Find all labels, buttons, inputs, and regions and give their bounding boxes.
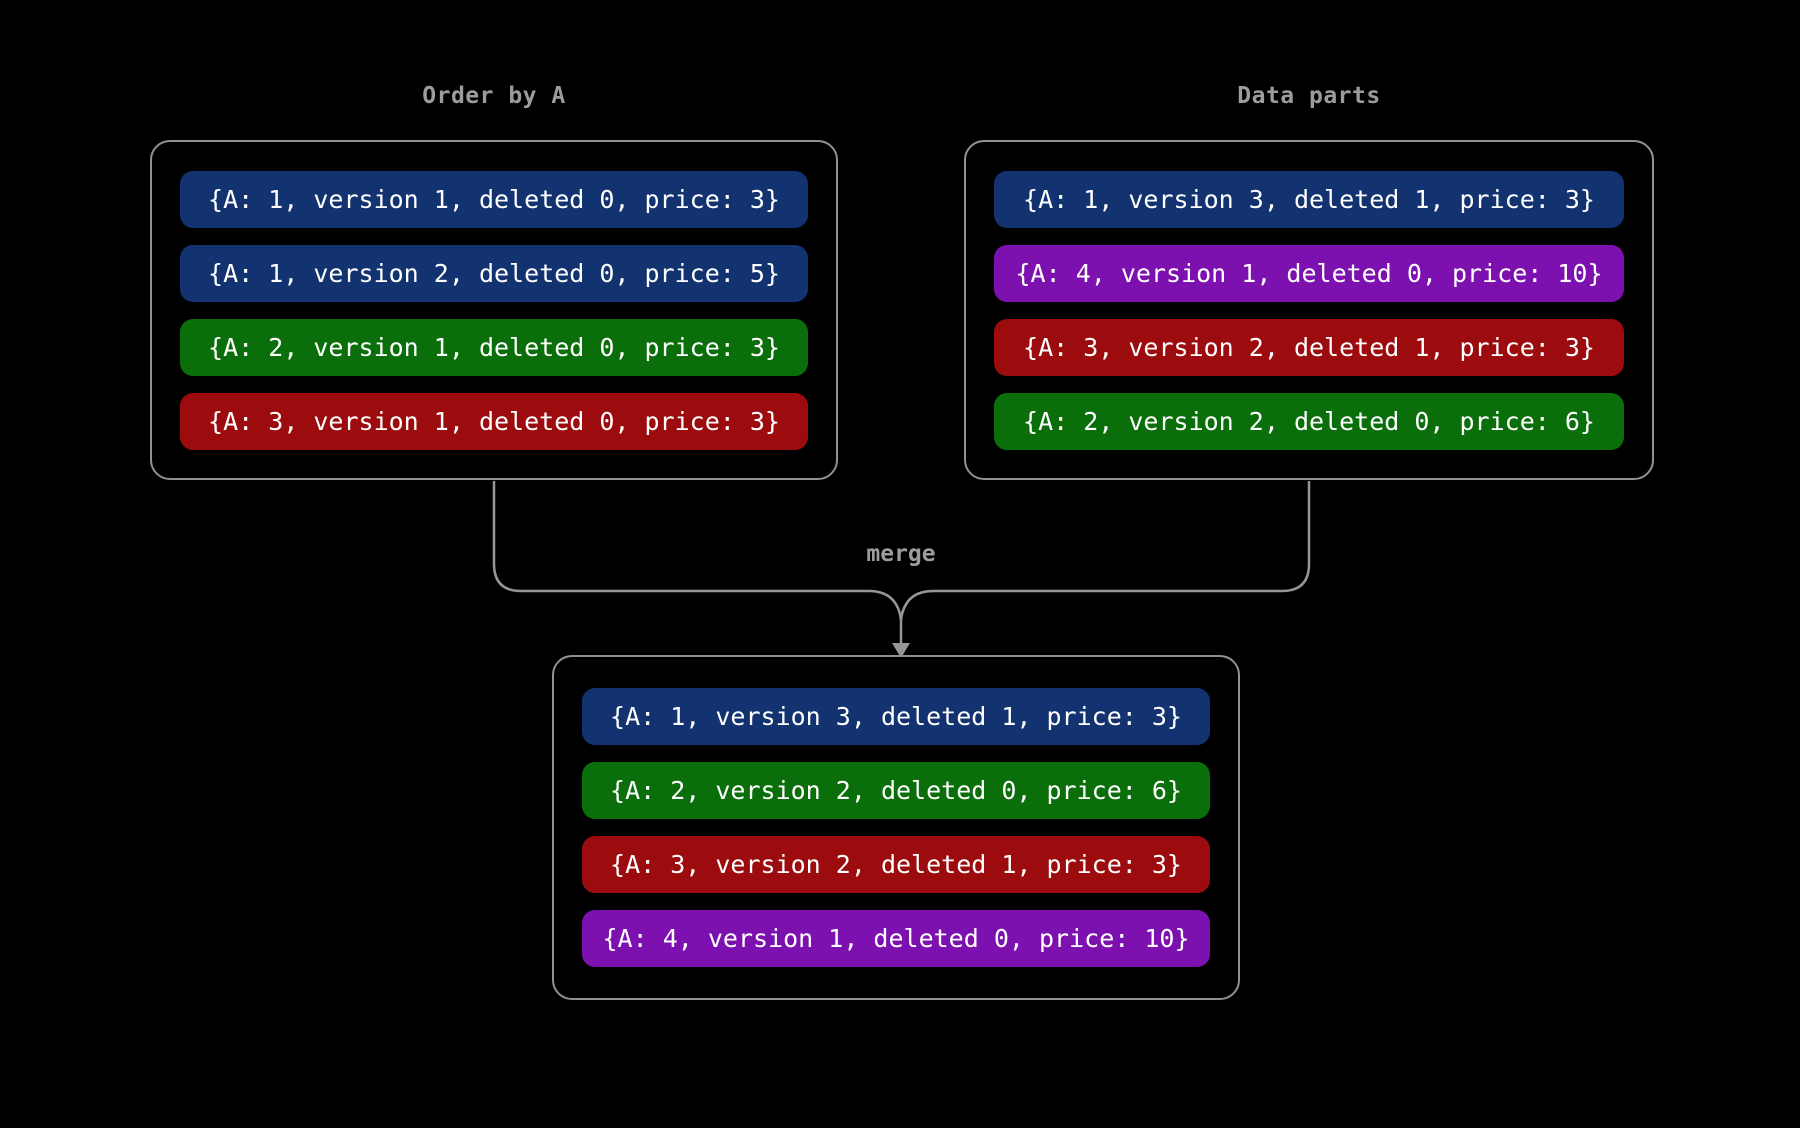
- order-by-a-title: Order by A: [422, 83, 566, 109]
- order-by-a-box: {A: 1, version 1, deleted 0, price: 3} {…: [150, 140, 838, 480]
- merge-label: merge: [866, 541, 936, 567]
- record-pill: {A: 2, version 2, deleted 0, price: 6}: [582, 762, 1210, 819]
- merged-result-box: {A: 1, version 3, deleted 1, price: 3} {…: [552, 655, 1240, 1000]
- record-pill: {A: 3, version 2, deleted 1, price: 3}: [582, 836, 1210, 893]
- record-pill: {A: 1, version 2, deleted 0, price: 5}: [180, 244, 808, 302]
- record-pill: {A: 1, version 3, deleted 1, price: 3}: [994, 170, 1624, 228]
- record-pill: {A: 4, version 1, deleted 0, price: 10}: [994, 244, 1624, 302]
- record-pill: {A: 2, version 1, deleted 0, price: 3}: [180, 318, 808, 376]
- record-pill: {A: 1, version 3, deleted 1, price: 3}: [582, 688, 1210, 745]
- record-pill: {A: 1, version 1, deleted 0, price: 3}: [180, 170, 808, 228]
- record-pill: {A: 3, version 1, deleted 0, price: 3}: [180, 392, 808, 450]
- record-pill: {A: 4, version 1, deleted 0, price: 10}: [582, 910, 1210, 967]
- record-pill: {A: 3, version 2, deleted 1, price: 3}: [994, 318, 1624, 376]
- data-parts-title: Data parts: [1237, 83, 1381, 109]
- data-parts-box: {A: 1, version 3, deleted 1, price: 3} {…: [964, 140, 1654, 480]
- record-pill: {A: 2, version 2, deleted 0, price: 6}: [994, 392, 1624, 450]
